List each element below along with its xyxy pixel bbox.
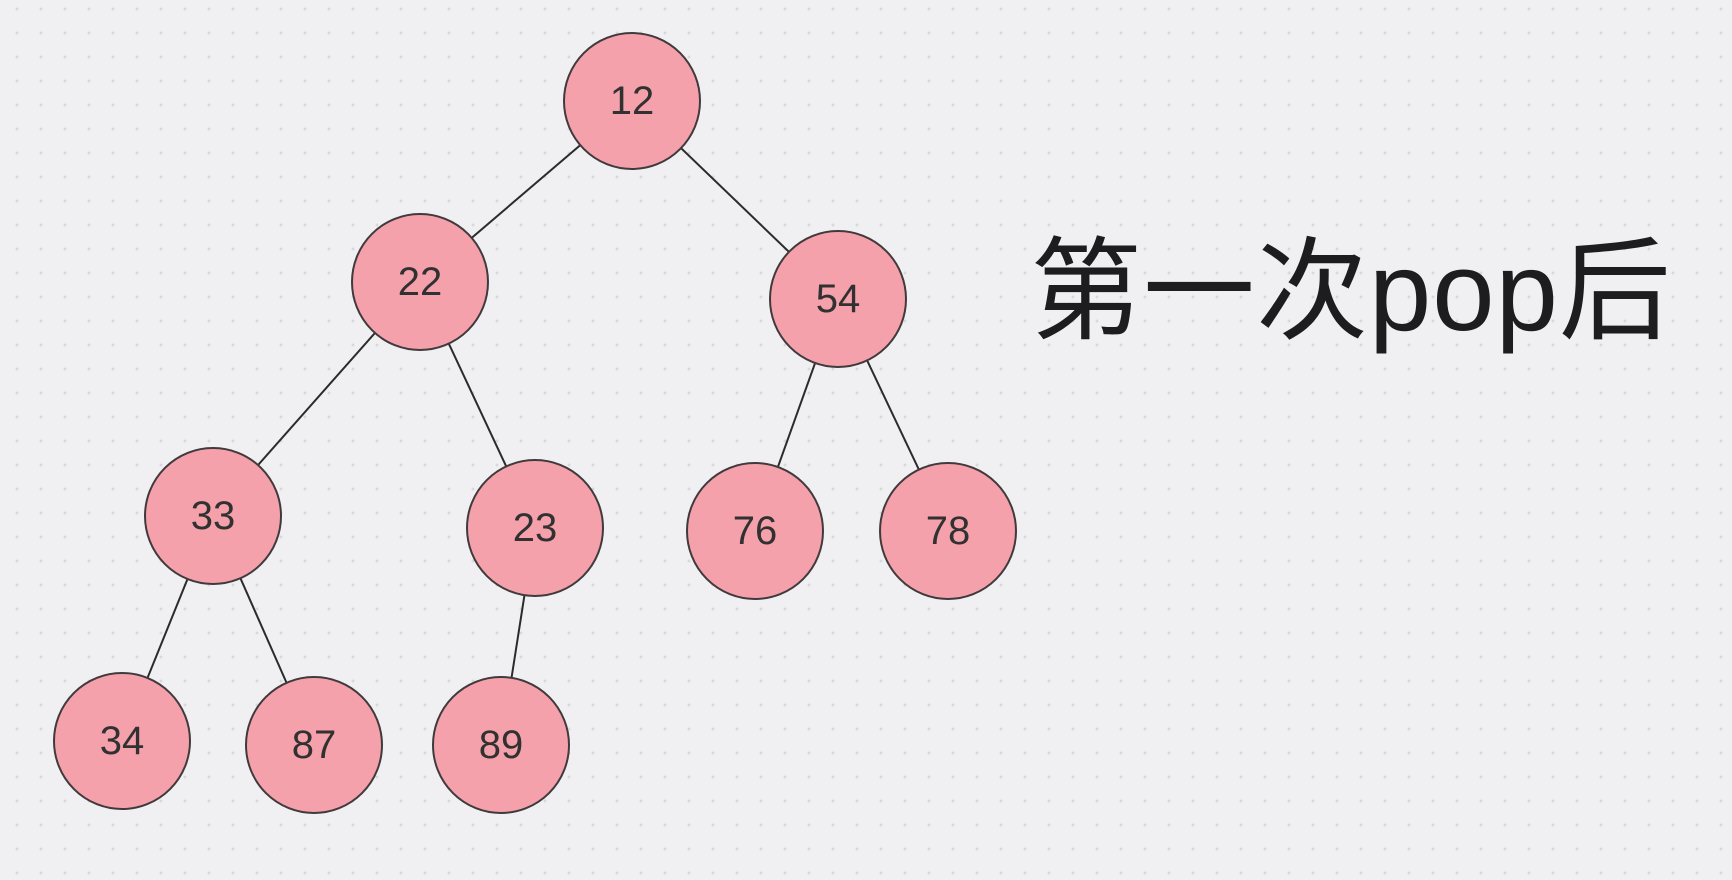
tree-node-value: 54 (815, 277, 861, 321)
tree-node: 23 (466, 459, 604, 597)
tree-node: 87 (245, 676, 383, 814)
tree-node-value: 23 (512, 506, 558, 550)
diagram-caption: 第一次pop后 (1030, 229, 1672, 354)
tree-node: 22 (351, 213, 489, 351)
tree-node-value: 33 (190, 494, 236, 538)
tree-node: 33 (144, 447, 282, 585)
tree-node-value: 76 (732, 509, 778, 553)
tree-node-root: 12 (563, 32, 701, 170)
tree-node-value: 78 (925, 509, 971, 553)
tree-node-value: 34 (99, 719, 145, 763)
tree-node-value: 22 (397, 260, 443, 304)
tree-node: 78 (879, 462, 1017, 600)
tree-node: 54 (769, 230, 907, 368)
tree-node: 34 (53, 672, 191, 810)
tree-node: 89 (432, 676, 570, 814)
tree-node-value: 12 (609, 79, 655, 123)
tree-node-value: 87 (291, 723, 337, 767)
tree-node-value: 89 (478, 723, 524, 767)
tree-node: 76 (686, 462, 824, 600)
